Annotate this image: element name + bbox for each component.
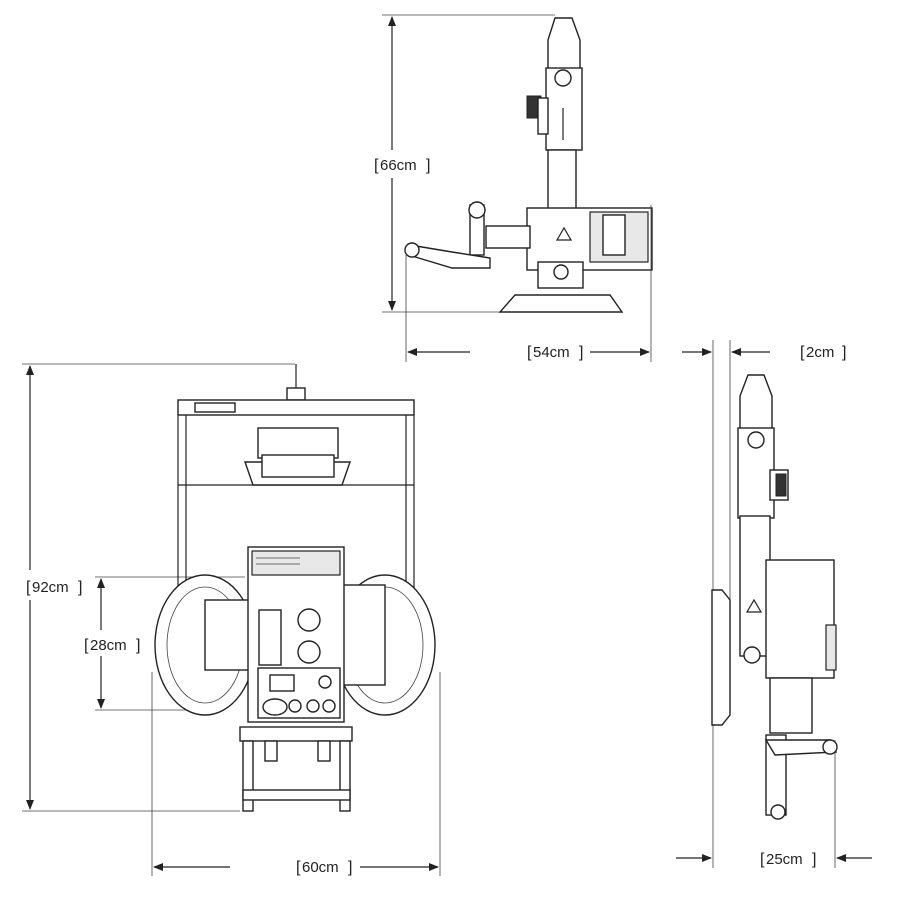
label-28cm: 28cm (90, 637, 127, 654)
svg-text:]: ] (579, 344, 583, 361)
label-66cm: 66cm (380, 157, 417, 174)
svg-text:]: ] (348, 859, 352, 876)
svg-text:[: [ (527, 344, 532, 361)
svg-text:]: ] (812, 851, 816, 868)
dim-front-pad: [ 28cm ] (84, 578, 140, 709)
svg-text:]: ] (426, 157, 430, 174)
svg-text:[: [ (296, 859, 301, 876)
label-2cm: 2cm (806, 344, 834, 361)
label-54cm: 54cm (533, 344, 570, 361)
svg-text:[: [ (26, 579, 31, 596)
svg-text:]: ] (136, 637, 140, 654)
dim-front-width: [ 60cm ] (153, 859, 439, 876)
svg-text:]: ] (78, 579, 82, 596)
svg-text:[: [ (374, 157, 379, 174)
svg-text:[: [ (800, 344, 805, 361)
dim-top-height: [ 66cm ] (374, 16, 430, 311)
dim-front-height: [ 92cm ] (26, 365, 82, 810)
svg-text:[: [ (760, 851, 765, 868)
side-view (711, 340, 838, 868)
dim-side-depth: [ 25cm ] (676, 851, 872, 868)
label-25cm: 25cm (766, 851, 803, 868)
svg-text:[: [ (84, 637, 89, 654)
dim-side-offset: [ 2cm ] (682, 344, 846, 361)
dim-top-width: [ 54cm ] (405, 205, 652, 362)
front-view (22, 363, 441, 876)
svg-text:]: ] (842, 344, 846, 361)
label-60cm: 60cm (302, 859, 339, 876)
top-view (382, 14, 653, 313)
label-92cm: 92cm (32, 579, 69, 596)
